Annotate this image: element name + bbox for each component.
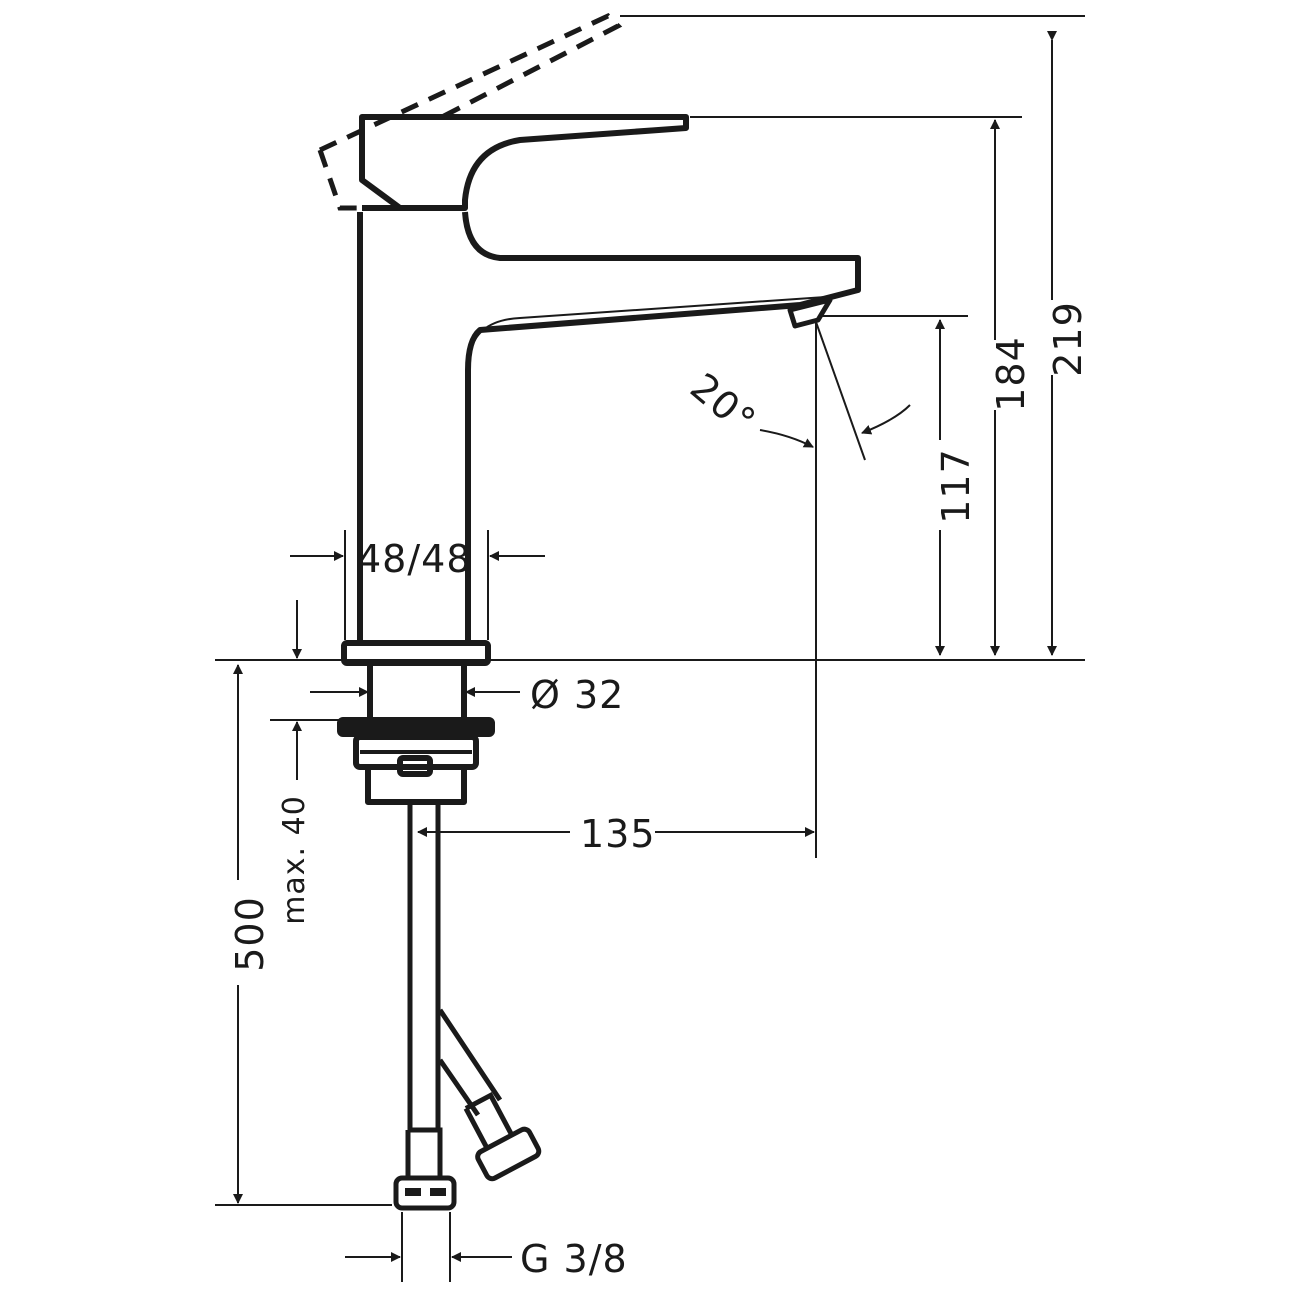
spout-highlight <box>469 295 841 353</box>
dimension-label-max-thickness: max. 40 <box>276 795 312 925</box>
dimension-label-hose-length: 500 <box>227 896 272 972</box>
lever-open-position <box>317 12 623 211</box>
faucet-body <box>357 211 861 645</box>
lever <box>359 114 689 211</box>
mounting-assembly <box>337 640 495 805</box>
dimension-label-184: 184 <box>988 336 1033 412</box>
dimension-label-projection: 135 <box>580 812 656 856</box>
dimension-label-thread: G 3/8 <box>520 1237 628 1281</box>
supply-hoses <box>393 805 542 1211</box>
dimension-lines <box>233 40 1052 1262</box>
dimension-label-body-width: 48/48 <box>357 537 472 581</box>
dimension-label-219: 219 <box>1045 301 1090 377</box>
extension-lines <box>215 15 1085 1282</box>
dimension-label-117: 117 <box>933 448 978 524</box>
dimension-label-hole-diameter: Ø 32 <box>530 673 625 717</box>
